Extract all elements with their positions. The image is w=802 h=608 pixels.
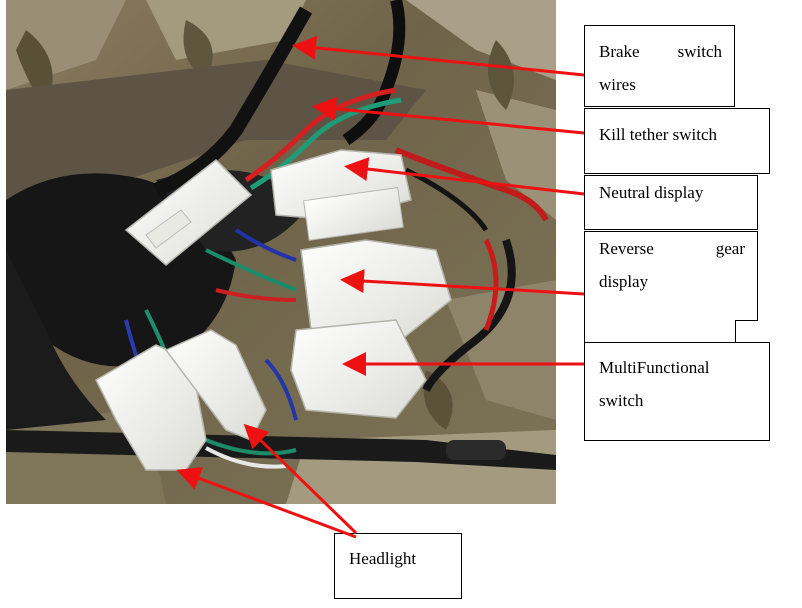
label-brake-line2: wires xyxy=(599,75,636,94)
label-neutral-text: Neutral display xyxy=(599,183,704,202)
wiring-harness-photo xyxy=(6,0,556,504)
label-brake-switch-wires: Brake switch wires xyxy=(584,25,735,107)
label-headlight-text: Headlight xyxy=(349,549,417,568)
label-spacer-box xyxy=(584,320,736,346)
label-kill-tether-switch: Kill tether switch xyxy=(584,108,770,174)
label-multifunctional-switch: MultiFunctional switch xyxy=(584,342,770,441)
label-kill-text: Kill tether switch xyxy=(599,125,718,144)
label-brake-line1: Brake switch xyxy=(599,42,722,61)
label-neutral-display: Neutral display xyxy=(584,175,758,230)
label-reverse-gear-display: Reverse gear display xyxy=(584,231,758,321)
label-reverse-line2: display xyxy=(599,272,649,291)
label-headlight: Headlight xyxy=(334,533,462,599)
label-multi-line2: switch xyxy=(599,391,644,410)
label-reverse-line1: Reverse gear xyxy=(599,239,745,258)
label-multi-line1: MultiFunctional xyxy=(599,358,710,377)
